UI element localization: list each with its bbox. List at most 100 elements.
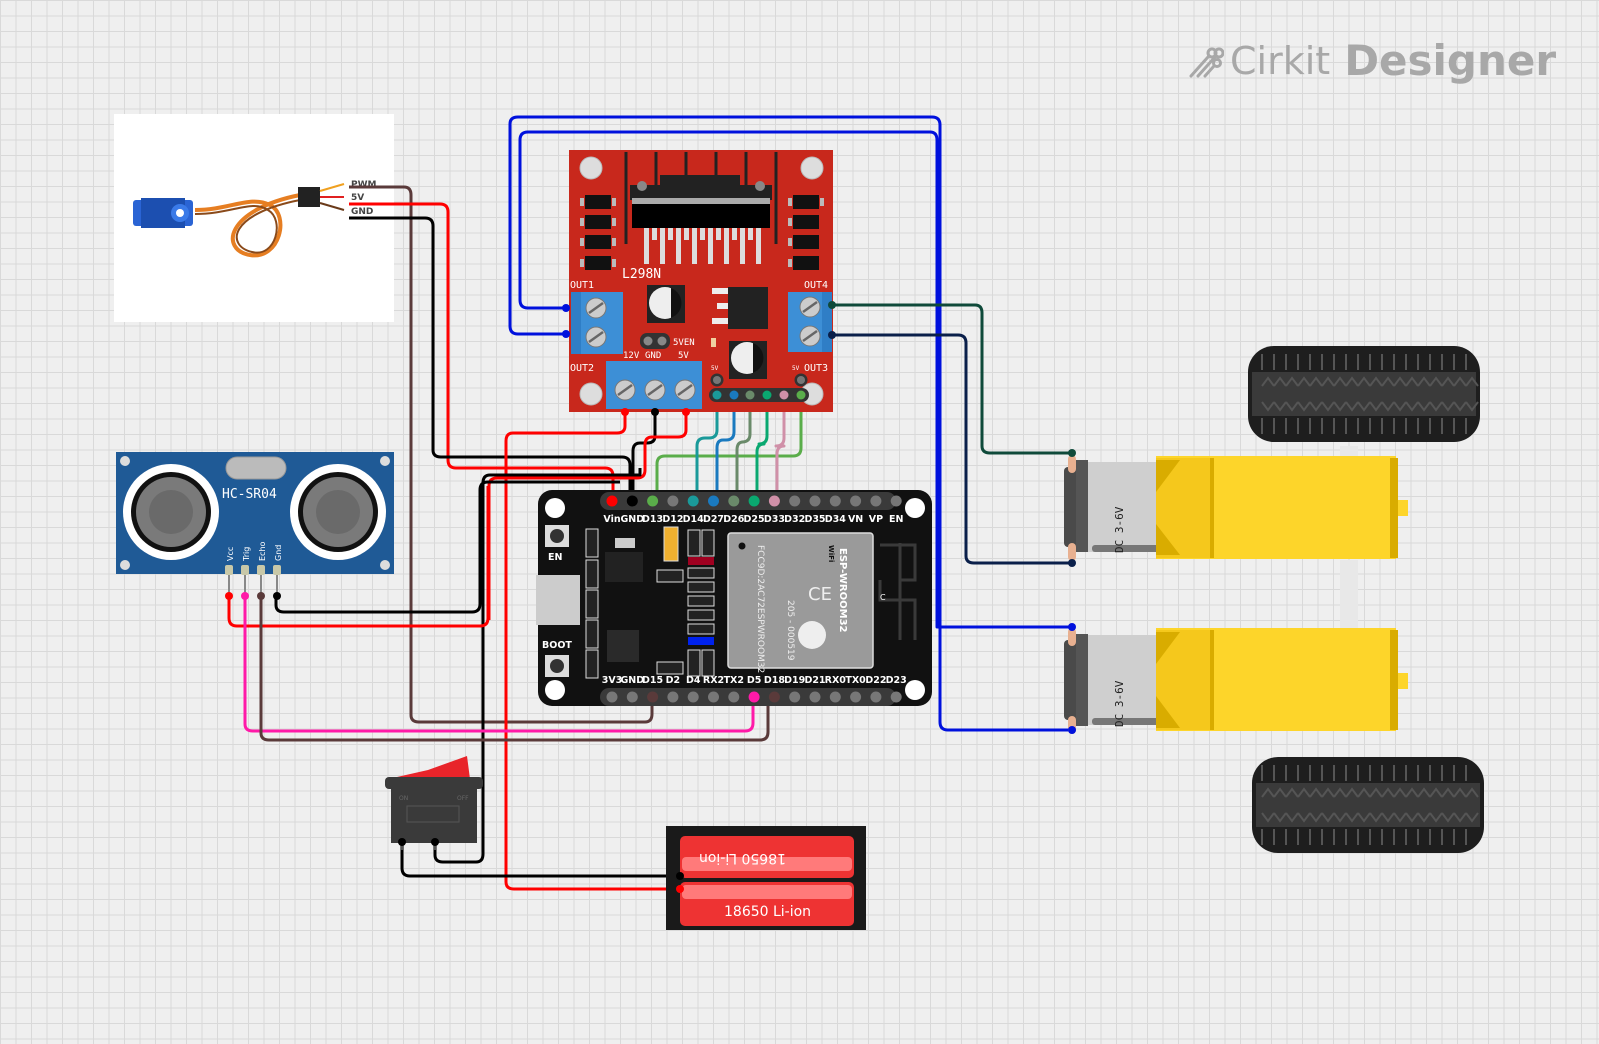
wire-out4-motor1[interactable]	[832, 303, 1072, 455]
esp32-top-pin-label: Vin	[603, 514, 620, 525]
battery-holder-2x18650[interactable]: 18650 Li-ion 18650 Li-ion	[666, 826, 866, 930]
esp32-bottom-pin-tx2[interactable]	[728, 691, 740, 703]
dc-motor-1[interactable]: DC 3-6V	[1064, 446, 1408, 567]
pin-trig[interactable]	[241, 592, 249, 600]
wheel-top[interactable]	[1248, 346, 1480, 442]
l298n-motor-driver[interactable]: L298N 5VEN OUT1 OUT2 OUT3 OUT4	[562, 150, 836, 416]
servo-component[interactable]: PWM 5V GND	[114, 114, 394, 322]
gearbox-notch	[1156, 524, 1180, 555]
wire-servo-gnd-gnd[interactable]	[349, 216, 632, 500]
wire-hcsr04-gnd[interactable]	[274, 480, 620, 614]
esp32-top-pin-d34[interactable]	[829, 495, 841, 507]
motor-2-pin-2[interactable]	[1068, 726, 1076, 734]
esp32-top-pin-d13[interactable]	[647, 495, 659, 507]
tread-chevron	[1285, 376, 1299, 387]
esp32-top-pin-d35[interactable]	[809, 495, 821, 507]
wire-servo-pwm-d15[interactable]	[349, 185, 654, 724]
esp32-bottom-pin-d23[interactable]	[890, 691, 902, 703]
terminal-out3-out4[interactable]	[788, 292, 836, 352]
wire-in3-d25[interactable]	[755, 394, 769, 500]
hcsr04-ultrasonic-sensor[interactable]: HC-SR04 Vcc Trig Echo Gnd	[116, 452, 394, 600]
wire-out3-motor1[interactable]	[832, 333, 1072, 565]
esp32-top-pin-gnd[interactable]	[626, 495, 638, 507]
wire-in2-d26[interactable]	[735, 394, 752, 500]
wire-servo-5v-vin[interactable]	[349, 202, 615, 500]
esp32-top-pin-d12[interactable]	[667, 495, 679, 507]
esp32-bottom-pin-rx2[interactable]	[708, 691, 719, 703]
tread-chevron	[1465, 787, 1479, 798]
rocker-actuator[interactable]	[397, 756, 470, 779]
tantalum-capacitor	[663, 526, 679, 562]
esp32-bottom-pin-d4[interactable]	[687, 691, 699, 703]
terminal-power[interactable]	[606, 361, 702, 416]
motor-1-pin-2[interactable]	[1068, 559, 1076, 567]
esp32-top-pin-en[interactable]	[890, 495, 902, 507]
label-5v-left: 5V	[711, 365, 719, 372]
esp32-top-pin-vn[interactable]	[850, 495, 862, 507]
esp32-bottom-pin-d19[interactable]	[789, 691, 801, 703]
micro-usb-port[interactable]	[536, 575, 580, 625]
wire-out1-motor2[interactable]	[518, 130, 1072, 629]
motor-1-pin-1[interactable]	[1068, 449, 1076, 457]
wire-switch-battery[interactable]	[400, 842, 680, 878]
cell-highlight	[682, 885, 852, 899]
terminal-out1-out2[interactable]	[562, 292, 623, 354]
esp32-top-pin-vp[interactable]	[870, 495, 882, 507]
switch-pin-2[interactable]	[431, 838, 439, 846]
esp32-bottom-pin-label: D4	[686, 675, 701, 686]
rocker-switch[interactable]: ON OFF	[385, 756, 483, 850]
tread-chevron	[1357, 787, 1371, 798]
esp32-bottom-pin-tx0[interactable]	[850, 691, 862, 703]
pin-echo[interactable]	[257, 592, 265, 600]
esp32-bottom-pin-rx0[interactable]	[829, 691, 841, 703]
wire-ena-d14[interactable]	[695, 394, 719, 500]
pin-gnd[interactable]	[273, 592, 281, 600]
esp32-top-pin-d25[interactable]	[748, 495, 760, 507]
dc-motor-2[interactable]: DC 3-6V	[1064, 560, 1408, 734]
gearbox-end	[1390, 458, 1398, 558]
pcb-antenna	[878, 543, 917, 640]
motor-2-pin-1[interactable]	[1068, 623, 1076, 631]
esp32-top-pin-d32[interactable]	[789, 495, 801, 507]
pin-vcc[interactable]	[225, 592, 233, 600]
pin-in1	[729, 390, 739, 400]
wire-hcsr04-trig-d5[interactable]	[243, 596, 755, 733]
wire-hcsr04-vcc[interactable]	[227, 486, 490, 628]
tread-chevron	[1453, 787, 1467, 798]
tread-chevron	[1357, 812, 1371, 823]
esp32-bottom-pin-gnd[interactable]	[626, 691, 638, 703]
esp32-top-pin-vin[interactable]	[606, 495, 618, 507]
wire-hcsr04-echo-d18[interactable]	[259, 596, 770, 742]
esp32-bottom-pin-d2[interactable]	[667, 691, 679, 703]
esp32-bottom-pin-d5[interactable]	[748, 691, 760, 703]
wire-l298n-5v-hcsr04[interactable]	[487, 412, 688, 620]
esp32-bottom-pin-3v3[interactable]	[606, 691, 618, 703]
pin-label-echo: Echo	[258, 541, 267, 561]
wire-in1-d27[interactable]	[715, 394, 736, 500]
wire-l298n-gnd-esp32[interactable]	[631, 412, 657, 500]
motor-can-stripe	[1092, 545, 1166, 552]
control-header[interactable]	[709, 373, 809, 403]
red-led	[688, 557, 714, 565]
esp32-bottom-pin-label: D22	[865, 675, 886, 686]
wire-l298n-12v-battery[interactable]	[504, 412, 680, 891]
battery-positive[interactable]	[676, 885, 684, 893]
wire-enb-d13[interactable]	[655, 394, 803, 500]
esp32-top-pin-d14[interactable]	[687, 495, 699, 507]
esp32-top-pin-d27[interactable]	[708, 495, 719, 507]
esp32-bottom-pin-d18[interactable]	[768, 691, 780, 703]
esp32-bottom-pin-d21[interactable]	[809, 691, 821, 703]
esp32-top-pin-d26[interactable]	[728, 495, 740, 507]
esp32-top-pin-label: D26	[723, 514, 744, 525]
wheel-bottom[interactable]	[1252, 757, 1484, 853]
wire-in4-d33[interactable]	[774, 394, 786, 500]
esp32-bottom-pin-d15[interactable]	[647, 691, 659, 703]
wire-out2-motor2[interactable]	[508, 115, 1072, 732]
switch-pin-1[interactable]	[398, 838, 406, 846]
esp32-bottom-pin-d22[interactable]	[870, 691, 882, 703]
battery-negative[interactable]	[676, 872, 684, 880]
esp32-top-pin-d33[interactable]	[768, 495, 780, 507]
wire-switch-gnd[interactable]	[433, 842, 485, 864]
